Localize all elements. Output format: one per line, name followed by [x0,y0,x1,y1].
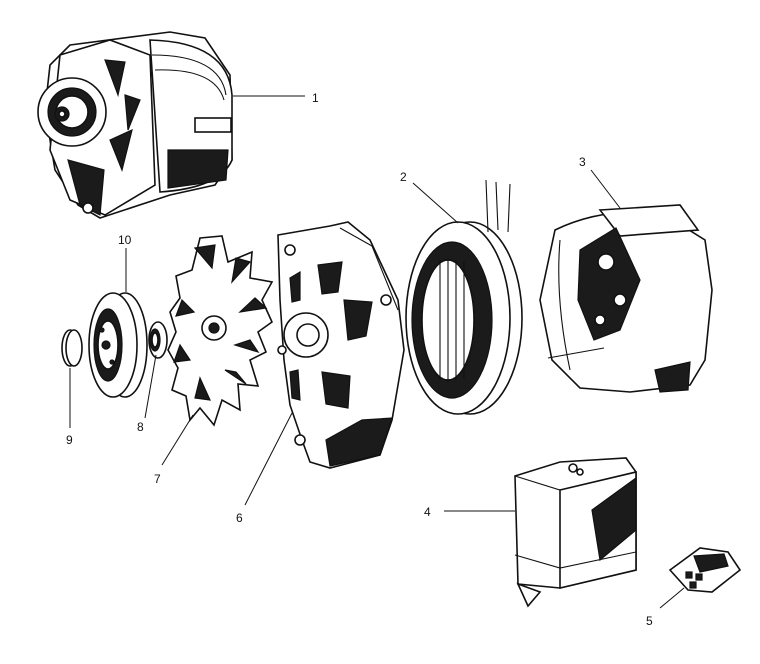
slip-ring-end-housing [539,204,713,393]
leader-lines [69,95,685,609]
voltage-regulator [514,457,637,608]
callout-10: 10 [118,233,132,247]
callout-9: 9 [66,433,73,447]
callout-8: 8 [137,420,144,434]
callout-1: 1 [312,91,319,105]
stator [405,179,523,415]
spacer-9 [61,329,83,367]
callout-6: 6 [236,511,243,525]
fan [167,235,274,427]
callout-5: 5 [646,614,653,628]
callout-4: 4 [424,505,431,519]
pulley [88,292,148,398]
callout-2: 2 [400,170,407,184]
callout-3: 3 [579,155,586,169]
assembled-alternator [37,31,233,219]
callout-labels: 1 2 3 4 5 6 7 8 9 10 [66,91,653,628]
spacer-ring-8 [148,321,168,359]
drive-end-housing [277,221,405,469]
connector-plug [668,547,742,593]
callout-7: 7 [154,472,161,486]
